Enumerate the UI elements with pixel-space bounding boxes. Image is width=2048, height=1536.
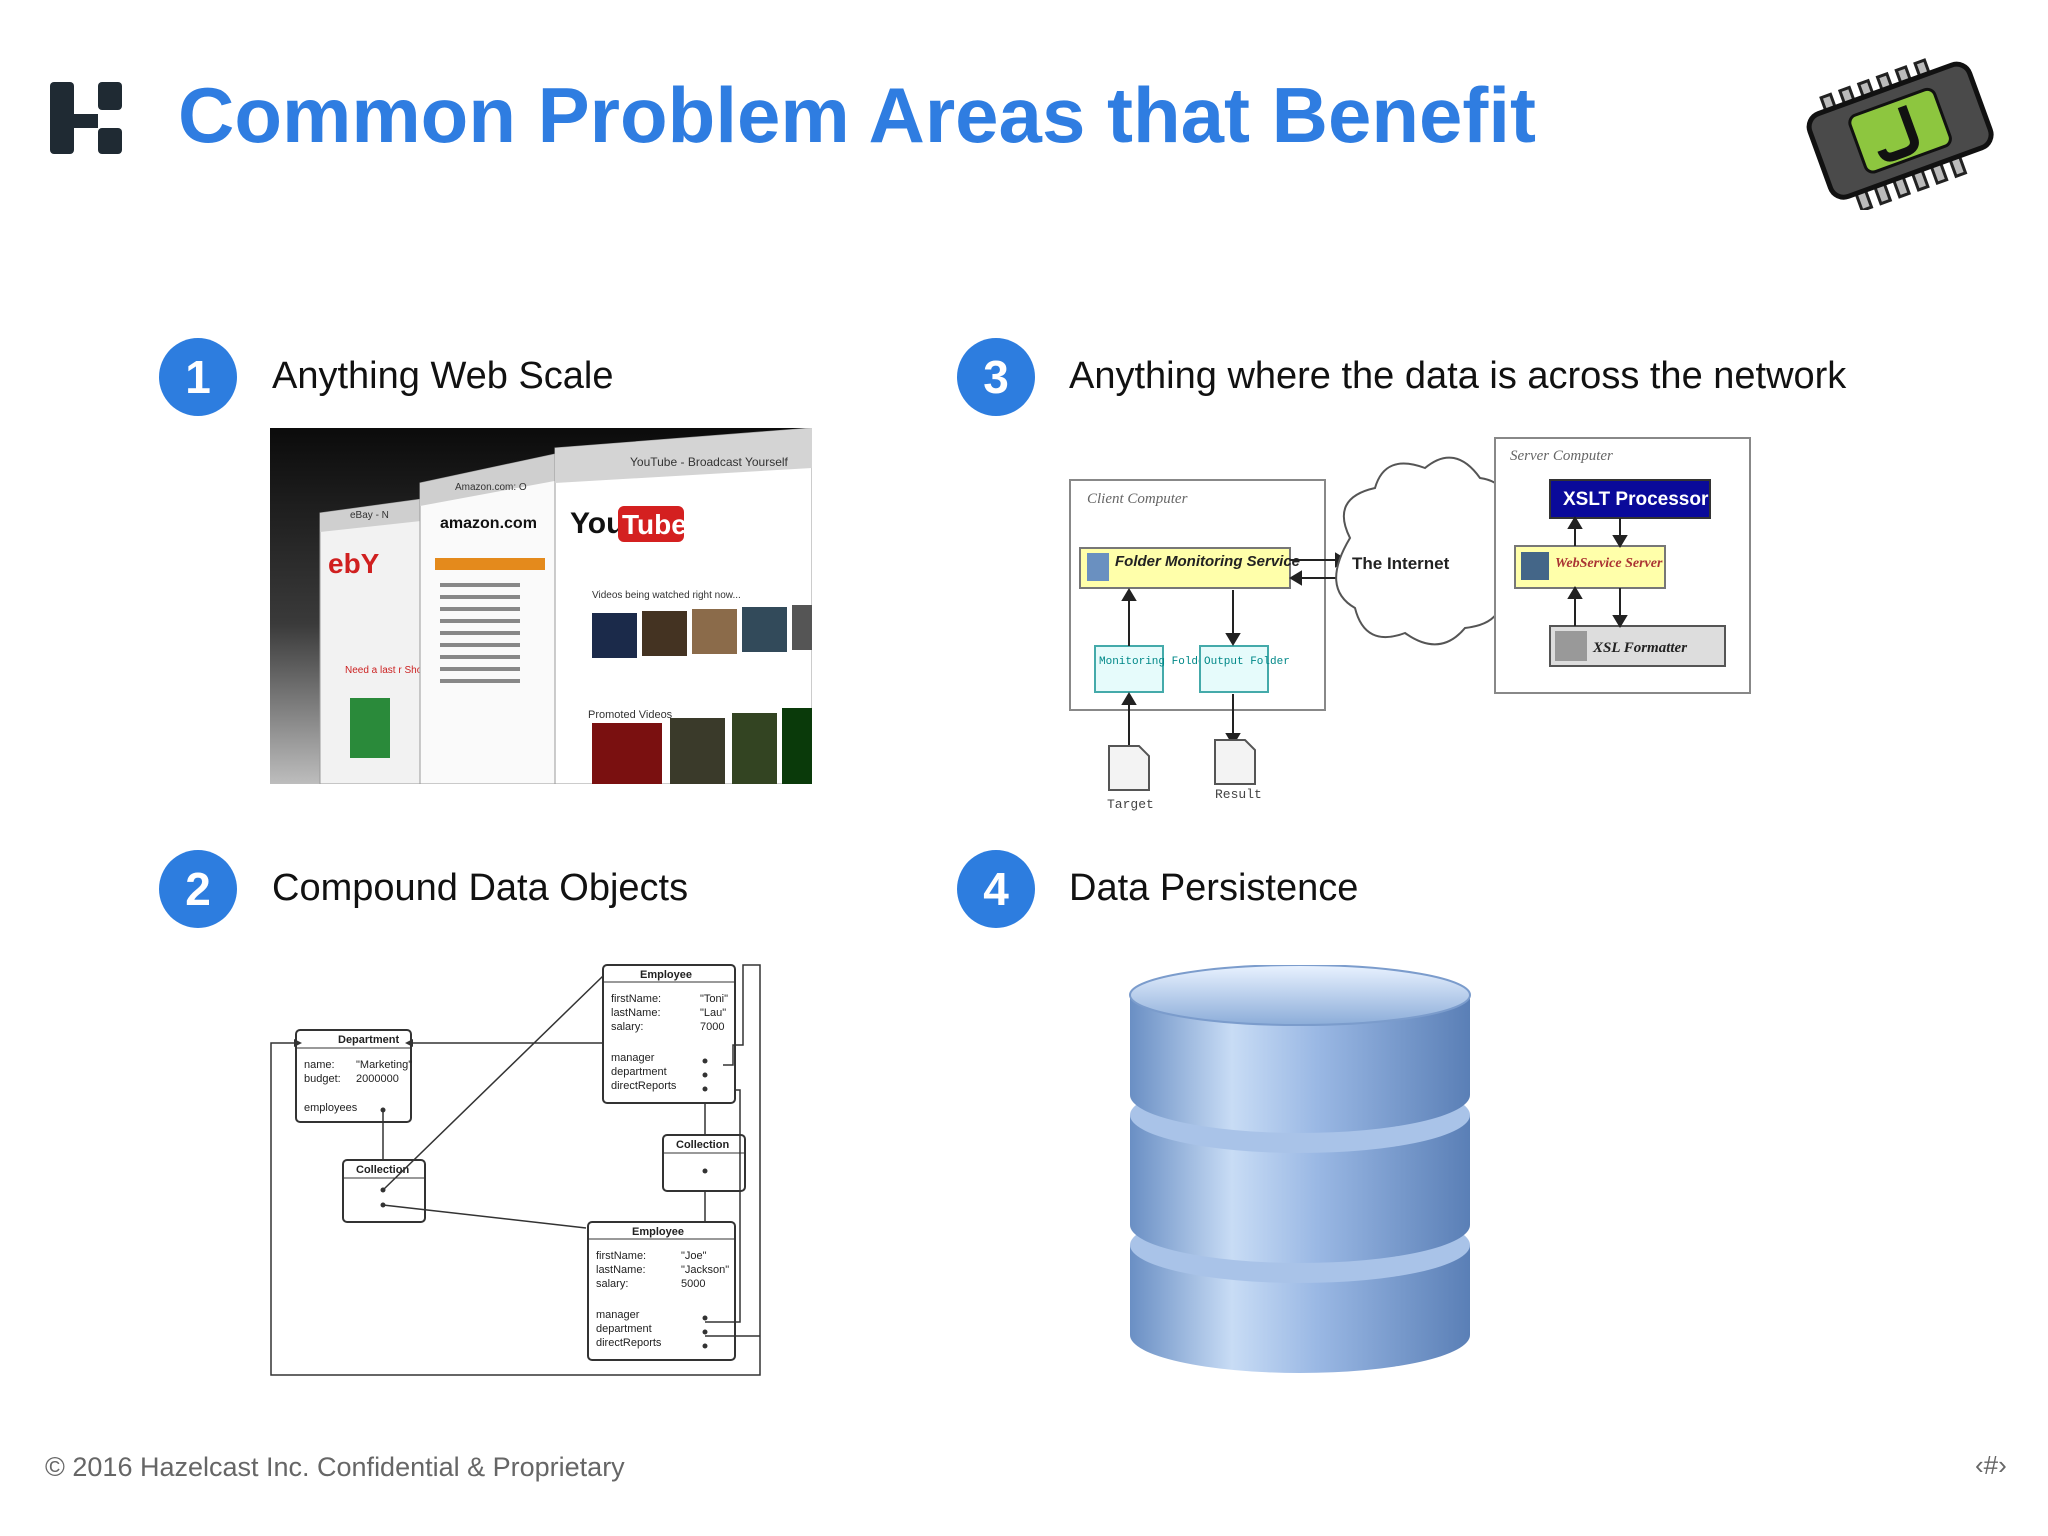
item-heading-compound-data: Compound Data Objects: [272, 867, 689, 909]
field-value: "Marketing": [356, 1059, 412, 1071]
collection-right-title: Collection: [676, 1139, 729, 1151]
ebay-logo: ebY: [328, 548, 380, 579]
field-label: salary:: [596, 1278, 628, 1290]
item-number-badge: 1: [159, 338, 237, 416]
webservice-server: WebService Server: [1555, 556, 1663, 571]
collection-left-title: Collection: [356, 1164, 409, 1176]
field-value: "Toni": [700, 993, 728, 1005]
field-label: directReports: [596, 1337, 662, 1349]
target-doc-label: Target: [1107, 797, 1154, 812]
field-value: "Lau": [700, 1007, 726, 1019]
field-value: 7000: [700, 1021, 724, 1033]
xslt-processor: XSLT Processor: [1563, 489, 1709, 510]
field-label: firstName:: [611, 993, 661, 1005]
item-heading-persistence: Data Persistence: [1069, 867, 1359, 909]
object-graph-diagram: Department name: "Marketing" budget: 200…: [270, 964, 761, 1376]
field-label: directReports: [611, 1080, 677, 1092]
field-label: manager: [596, 1309, 640, 1321]
hazelcast-logo-icon: [50, 82, 122, 154]
field-value: 5000: [681, 1278, 705, 1290]
field-label: budget:: [304, 1073, 341, 1085]
server-computer-label: Server Computer: [1510, 448, 1613, 464]
department-title: Department: [338, 1034, 399, 1046]
field-label: department: [611, 1066, 667, 1078]
ebay-tab: eBay - N: [350, 510, 389, 521]
youtube-promoted-label: Promoted Videos: [588, 709, 673, 721]
field-value: "Jackson": [681, 1264, 729, 1276]
client-computer-label: Client Computer: [1087, 491, 1188, 507]
field-label: name:: [304, 1059, 335, 1071]
field-label: salary:: [611, 1021, 643, 1033]
item-number-badge: 3: [957, 338, 1035, 416]
item-heading-web-scale: Anything Web Scale: [272, 355, 614, 397]
output-folder: Output Folder: [1204, 656, 1290, 668]
xsl-formatter: XSL Formatter: [1592, 640, 1687, 656]
employee2-title: Employee: [632, 1226, 684, 1238]
monitoring-folder: Monitoring Folder: [1099, 656, 1211, 668]
ebay-promo: Need a last r Shopping.com: [345, 665, 468, 676]
field-value: 2000000: [356, 1073, 399, 1085]
field-label: firstName:: [596, 1250, 646, 1262]
field-label: lastName:: [596, 1264, 646, 1276]
page-number: ‹#›: [1975, 1450, 2007, 1480]
web-scale-collage-image: ebY eBay - N Need a last r Shopping.com …: [270, 428, 812, 784]
folder-monitoring-service: Folder Monitoring Service: [1115, 553, 1300, 570]
java-chip-icon: [1806, 58, 1994, 210]
youtube-logo-you: You: [570, 507, 624, 540]
footer-copyright: © 2016 Hazelcast Inc. Confidential & Pro…: [45, 1452, 625, 1482]
item-heading-network: Anything where the data is across the ne…: [1069, 355, 1847, 397]
field-label: employees: [304, 1102, 358, 1114]
field-label: lastName:: [611, 1007, 661, 1019]
internet-cloud-label: The Internet: [1352, 554, 1450, 573]
field-value: "Joe": [681, 1250, 707, 1262]
youtube-tab: YouTube - Broadcast Yourself: [630, 455, 789, 469]
slide-title: Common Problem Areas that Benefit: [178, 71, 1536, 159]
result-doc-label: Result: [1215, 787, 1262, 802]
item-number-badge: 2: [159, 850, 237, 928]
field-label: department: [596, 1323, 652, 1335]
amazon-tab: Amazon.com: O: [455, 482, 527, 493]
network-diagram: Client Computer Folder Monitoring Servic…: [1069, 437, 1751, 812]
amazon-logo: amazon.com: [440, 515, 537, 532]
field-label: manager: [611, 1052, 655, 1064]
youtube-videos-label: Videos being watched right now...: [592, 590, 741, 601]
database-icon: [1129, 965, 1471, 1373]
youtube-logo-tube: Tube: [622, 509, 687, 540]
item-number-badge: 4: [957, 850, 1035, 928]
employee1-title: Employee: [640, 969, 692, 981]
